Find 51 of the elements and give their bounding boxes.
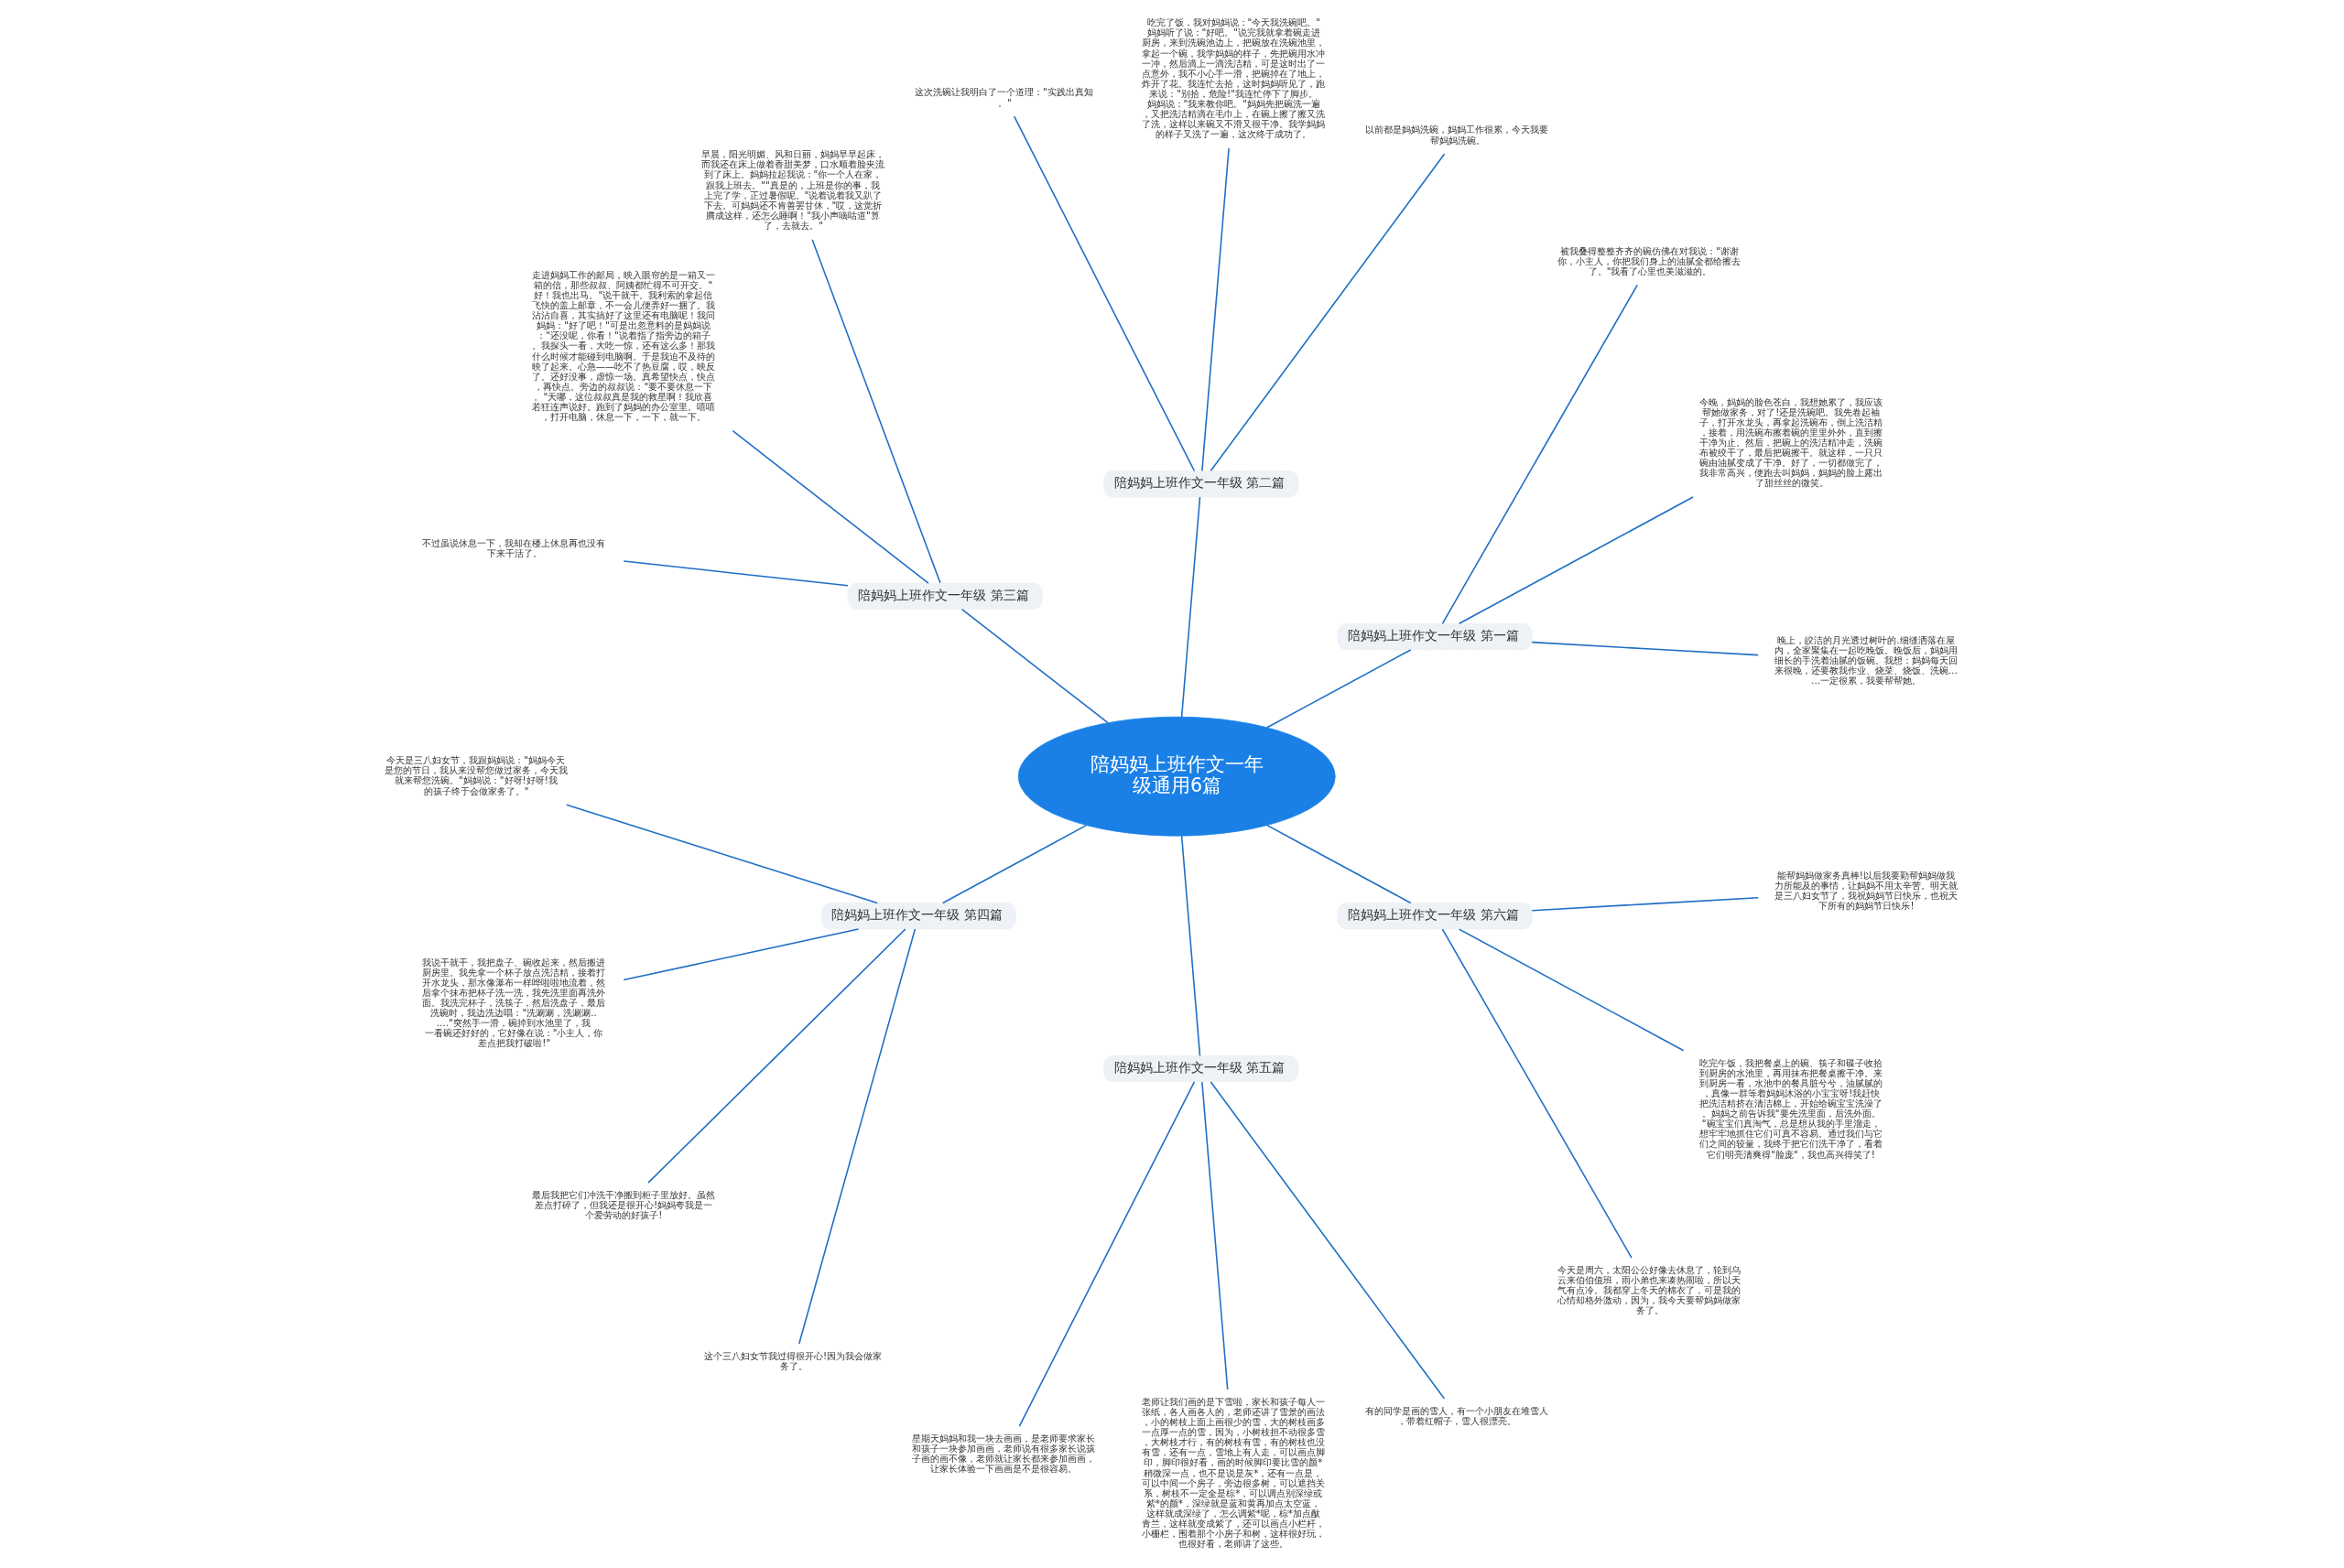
node-text: 吃完午饭，我把餐桌上的碗、筷子和碟子收拾到厨房的水池里，再用抹布把餐桌擦干净。来到厨房一看，水池中的餐具脏兮兮，油腻腻的，真像一群等着妈妈沐浴的小宝宝呀!我赶快把洗洁精挤在清洁棉上，开始给碗宝宝洗澡了。妈妈之前告诉我"要先洗里面，后洗外面。"碗宝宝们真淘气，总是想从我的手里溜走，想牢牢地抓住它们可真不容易。通过我们与它们之间的较量，我终于把它们洗干净了，看着它们明亮清爽得"脸庞"，我也高兴得笑了! [1699, 1056, 1883, 1160]
connector [1180, 835, 1201, 1057]
connector [1266, 649, 1412, 729]
connector [811, 239, 941, 584]
node-text: 今天是三八妇女节，我跟妈妈说："妈妈今天是您的节日，我从来没帮您做过家务，今天我就来帮您洗碗。"妈妈说："好呀!好呀!我的孩子终于会做家务了。" [384, 754, 568, 796]
node-text: 不过虽说休息一下，我却在楼上休息再也没有下来干活了。 [422, 537, 605, 559]
connector [732, 429, 929, 584]
node-text: 走进妈妈工作的邮局，映入眼帘的是一箱又一箱的信，那些叔叔、阿姨都忙得不可开交。"好！我也出马。"说干就干。我利索的拿起信飞快的盖上邮章，不一会儿便弄好一捆了。我沾沾自喜，其实搞好了这里还有电脑呢！我问妈妈："好了吧！"可是出忽意料的是妈妈说："还没呢，你看！"说着指了指旁边的箱子。我探头一看，大吃一惊，还有这么多！那我什么时候才能碰到电脑啊。于是我迫不及待的映了起来。心急——吃不了热豆腐，哎，映反了。还好没事，虚惊一场。真希望快点，快点，再快点。旁边的叔叔说："要不要休息一下。"天哪，这位叔叔真是我的救星啊！我欣喜若狂连声说好。跑到了妈妈的办公室里。嘻嘻，打开电脑，休息一下，一下，就一下。 [531, 268, 716, 423]
connector [1458, 928, 1685, 1052]
connector [1201, 147, 1230, 472]
node-box: 陪妈妈上班作文一年级 第一篇 [1337, 623, 1533, 651]
node-box: 陪妈妈上班作文一年级 第三篇 [847, 582, 1043, 610]
connector [566, 804, 878, 904]
connector [941, 824, 1088, 904]
connector [1441, 284, 1638, 625]
connector [1013, 115, 1196, 472]
node-text: 老师让我们画的是下雪啦，家长和孩子每人一张纸，各人画各人的，老师还讲了雪景的画法，小的树枝上面上画很少的雪，大的树枝画多一点厚一点的雪，因为，小树枝担不动很多雪，大树枝才行，有的树枝有雪，有的树枝也没有雪，还有一点，雪地上有人走，可以画点脚印，脚印很好看，画的时候脚印要比雪的颜*稍微深一点，也不是说是灰*，还有一点是，可以中间一个房子，旁边很多树，可以遮挡关系，树枝不一定全是棕*，可以调点别深绿或紫*的颜*，深绿就是蓝和黄再加点太空蓝，这样就成深绿了，怎么调紫*呢，棕*加点酞青兰，这样就变成紫了，还可以画点小栏杆，小栅栏，围着那个小房子和树，这样很好玩，也很好看，老师讲了这些。 [1141, 1395, 1325, 1550]
node-text: 最后我把它们冲洗干净搬到柜子里放好。虽然差点打碎了，但我还是很开心!妈妈夸我是一个爱劳动的好孩子! [531, 1189, 715, 1221]
node-text: 这个三八妇女节我过得很开心!因为我会做家务了。 [704, 1350, 883, 1372]
node-text: 吃完了饭，我对妈妈说："今天我洗碗吧。"妈妈听了说："好吧。"说完我就拿着碗走进厨房，来到洗碗池边上，把碗放在洗碗池里，拿起一个碗，我学妈妈的样子，先把碗用水冲一冲，然后滴上一滴洗洁精，可是这时出了一点意外，我不小心手一滑，把碗掉在了地上，炸开了花。我连忙去拾，这时妈妈听见了，跑来说："别拾，危险!"我连忙停下了脚步。妈妈说："我来教你吧。"妈妈先把碗洗一遍，又把洗洁精滴在毛巾上，在碗上擦了擦又洗了洗，这样以来碗又不滑又很干净。我学妈妈的样子又洗了一遍，这次终于成功了。 [1141, 16, 1325, 140]
node-box: 陪妈妈上班作文一年级 第四篇 [820, 903, 1016, 930]
node-text: 今晚，妈妈的脸色苍白，我想她累了，我应该帮她做家务，对了!还是洗碗吧。我先卷起袖子，打开水龙头，再拿起洗碗布，倒上洗洁精，接着，用洗碗布擦着碗的里里外外，直到擦干净为止。然后，把碗上的洗洁精冲走，洗碗布被绞干了，最后把碗擦干。就这样，一只只碗由油腻变成了干净。好了，一切都做完了，我非常高兴，便跑去叫妈妈，妈妈的脸上露出了甜丝丝的微笑。 [1699, 395, 1883, 489]
connector [1201, 1081, 1229, 1390]
node-text: 早晨，阳光明媚、风和日丽，妈妈早早起床，而我还在床上做着香甜美梦，口水顺着脸夹流到了床上。妈妈拉起我说："你一个人在家，跟我上班去。""真是的，上班是你的事，我上完了学，正过暑假呢。"说着说着我又趴了下去。可妈妈还不肯善罢甘休，"哎，这觉折腾成这样，还怎么睡啊！"我小声嘀咕道"算了，去就去。" [700, 148, 884, 231]
node-text: 星期天妈妈和我一块去画画，是老师要求家长和孩子一块参加画画，老师说有很多家长说孩子画的画不像，老师就让家长都来参加画画，让家长体验一下画画是不是很容易。 [912, 1433, 1096, 1475]
connector [798, 928, 917, 1345]
connector [1210, 153, 1446, 472]
connector [1531, 896, 1759, 912]
connector [623, 928, 860, 981]
node-text: 我说干就干，我把盘子、碗收起来，然后搬进厨房里。我先拿一个杯子放点洗洁精，接着打开水龙头，那水像瀑布一样哗啦啦地流着，然后拿个抹布把杯子洗一洗，我先洗里面再洗外面。我洗完杯子，洗筷子，然后洗盘子，最后洗碗时，我边洗边唱："洗涮涮，洗涮涮......"突然手一滑，碗掉到水池里了，我一看碗还好好的，它好像在说："小主人，你差点把我打破啦!" [422, 956, 605, 1049]
connector [1441, 928, 1633, 1259]
node-box: 陪妈妈上班作文一年级 第六篇 [1337, 903, 1533, 930]
node-text: 这次洗碗让我明白了一个道理："实践出真知。" [915, 86, 1093, 108]
node-ellipse: 陪妈妈上班作文一年级通用6篇 [1017, 716, 1336, 837]
connector [1266, 824, 1412, 904]
connector [647, 928, 906, 1184]
node-text: 有的同学是画的雪人，有一个小朋友在堆雪人，带着红帽子，雪人很漂亮。 [1364, 1405, 1548, 1427]
node-text: 晚上，皎洁的月光透过树叶的.细缝洒落在屋内，全家聚集在一起吃晚饭。晚饭后，妈妈用细长的手洗着油腻的饭碗。我想：妈妈每天回来很晚，还要教我作业、烧菜、烧饭、洗碗……一定很累，我要帮帮她。 [1774, 633, 1958, 687]
node-text: 能帮妈妈做家务真棒!以后我要勤帮妈妈做我力所能及的事情，让妈妈不用太辛苦。明天就是三八妇女节了，我祝妈妈节日快乐，也祝天下所有的妈妈节日快乐! [1774, 870, 1958, 912]
connector [1458, 496, 1694, 625]
connector [960, 608, 1109, 724]
connector [1180, 496, 1201, 718]
connector [1018, 1081, 1196, 1427]
connector [1210, 1081, 1446, 1400]
node-box: 陪妈妈上班作文一年级 第二篇 [1103, 470, 1299, 498]
node-text: 以前都是妈妈洗碗，妈妈工作很累，今天我要帮妈妈洗碗。 [1364, 124, 1548, 146]
connector [623, 560, 849, 587]
connector [1531, 641, 1759, 656]
node-box: 陪妈妈上班作文一年级 第五篇 [1103, 1054, 1299, 1083]
node-text: 被我叠得整整齐齐的碗仿佛在对我说："谢谢你，小主人，你把我们身上的油腻全都给擦去了。"我看了心里也美滋滋的。 [1557, 244, 1742, 276]
node-text: 今天是周六，太阳公公好像去休息了，轮到乌云来伯伯值班，雨小弟也来凑热闹啦，所以天气有点冷。我都穿上冬天的棉衣了，可是我的心情却格外激动，因为，我今天要帮妈妈做家务了。 [1557, 1264, 1742, 1316]
